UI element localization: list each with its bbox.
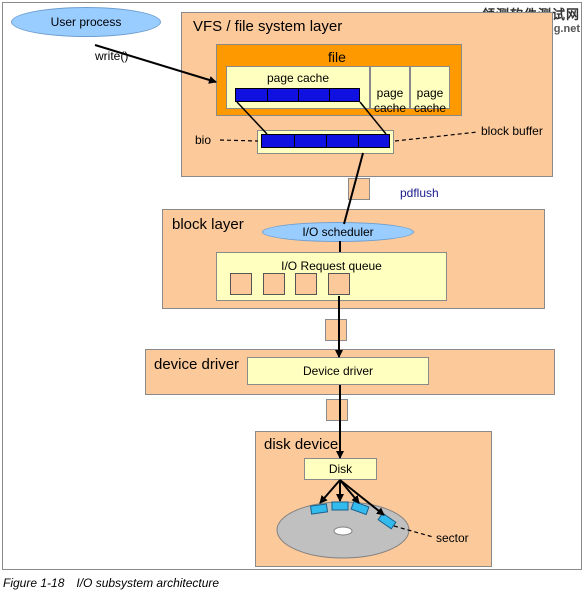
file-title: file <box>328 49 346 65</box>
block-buffer-strip <box>261 134 390 148</box>
buffer-cell <box>358 135 359 147</box>
queue-slot <box>295 273 317 295</box>
disk-to-sector-arrow <box>319 479 341 504</box>
io-scheduler-label: I/O scheduler <box>302 225 374 239</box>
queue-slot <box>230 273 252 295</box>
figure-caption: Figure 1-18 I/O subsystem architecture <box>3 576 231 590</box>
sector-block <box>331 501 349 511</box>
device-driver-box: Device driver <box>247 357 429 385</box>
buffer-cell <box>298 89 299 101</box>
block-buffer-label: block buffer <box>481 124 543 138</box>
page-cache-3-label: page cache <box>413 86 447 115</box>
user-process-ellipse: User process <box>11 7 161 37</box>
bio-label: bio <box>195 133 212 147</box>
page-cache-buffer-strip <box>235 88 360 102</box>
io-scheduler-ellipse: I/O scheduler <box>262 222 414 242</box>
block-layer-title: block layer <box>172 216 244 233</box>
disk-to-sector-arrow <box>339 479 385 516</box>
cache-to-buffer-line <box>236 101 268 135</box>
pdflush-label: pdflush <box>400 186 439 200</box>
device-driver-box-label: Device driver <box>302 364 374 378</box>
buffer-cell <box>329 89 330 101</box>
queue-slot <box>328 273 350 295</box>
io-request-queue-label: I/O Request queue <box>281 259 382 273</box>
user-process-label: User process <box>50 15 122 29</box>
buffer-cell <box>267 89 268 101</box>
disk-box-label: Disk <box>328 462 353 476</box>
page-cache-3: page cache <box>410 66 450 115</box>
cache-to-buffer-line <box>359 101 387 135</box>
driver-to-disk-connector <box>326 399 348 421</box>
vfs-layer-title: VFS / file system layer <box>193 18 343 35</box>
block-buffer-dashed-line <box>394 131 479 142</box>
figure-title: I/O subsystem architecture <box>76 576 220 590</box>
page-cache-2: page cache <box>370 66 410 115</box>
bio-dashed-line <box>219 139 259 142</box>
sector-block <box>377 512 397 530</box>
pdflush-flow-line <box>343 152 364 225</box>
disk-device-layer-title: disk device <box>264 436 339 453</box>
figure-number: Figure 1-18 <box>3 576 65 590</box>
pdflush-connector <box>348 178 370 200</box>
page-cache-main-label: page cache <box>266 71 330 85</box>
sector-block <box>350 500 370 516</box>
sector-label: sector <box>436 531 469 545</box>
disk-spindle <box>333 526 353 536</box>
buffer-cell <box>294 135 295 147</box>
write-arrow <box>94 44 217 84</box>
disk-to-sector-arrow <box>339 479 360 504</box>
page-cache-2-label: page cache <box>373 86 407 115</box>
queue-to-driver-connector <box>325 319 347 341</box>
device-driver-layer-title: device driver <box>154 356 240 373</box>
buffer-cell <box>326 135 327 147</box>
diagram-frame <box>2 2 582 570</box>
sector-block <box>309 503 329 515</box>
queue-slot <box>263 273 285 295</box>
